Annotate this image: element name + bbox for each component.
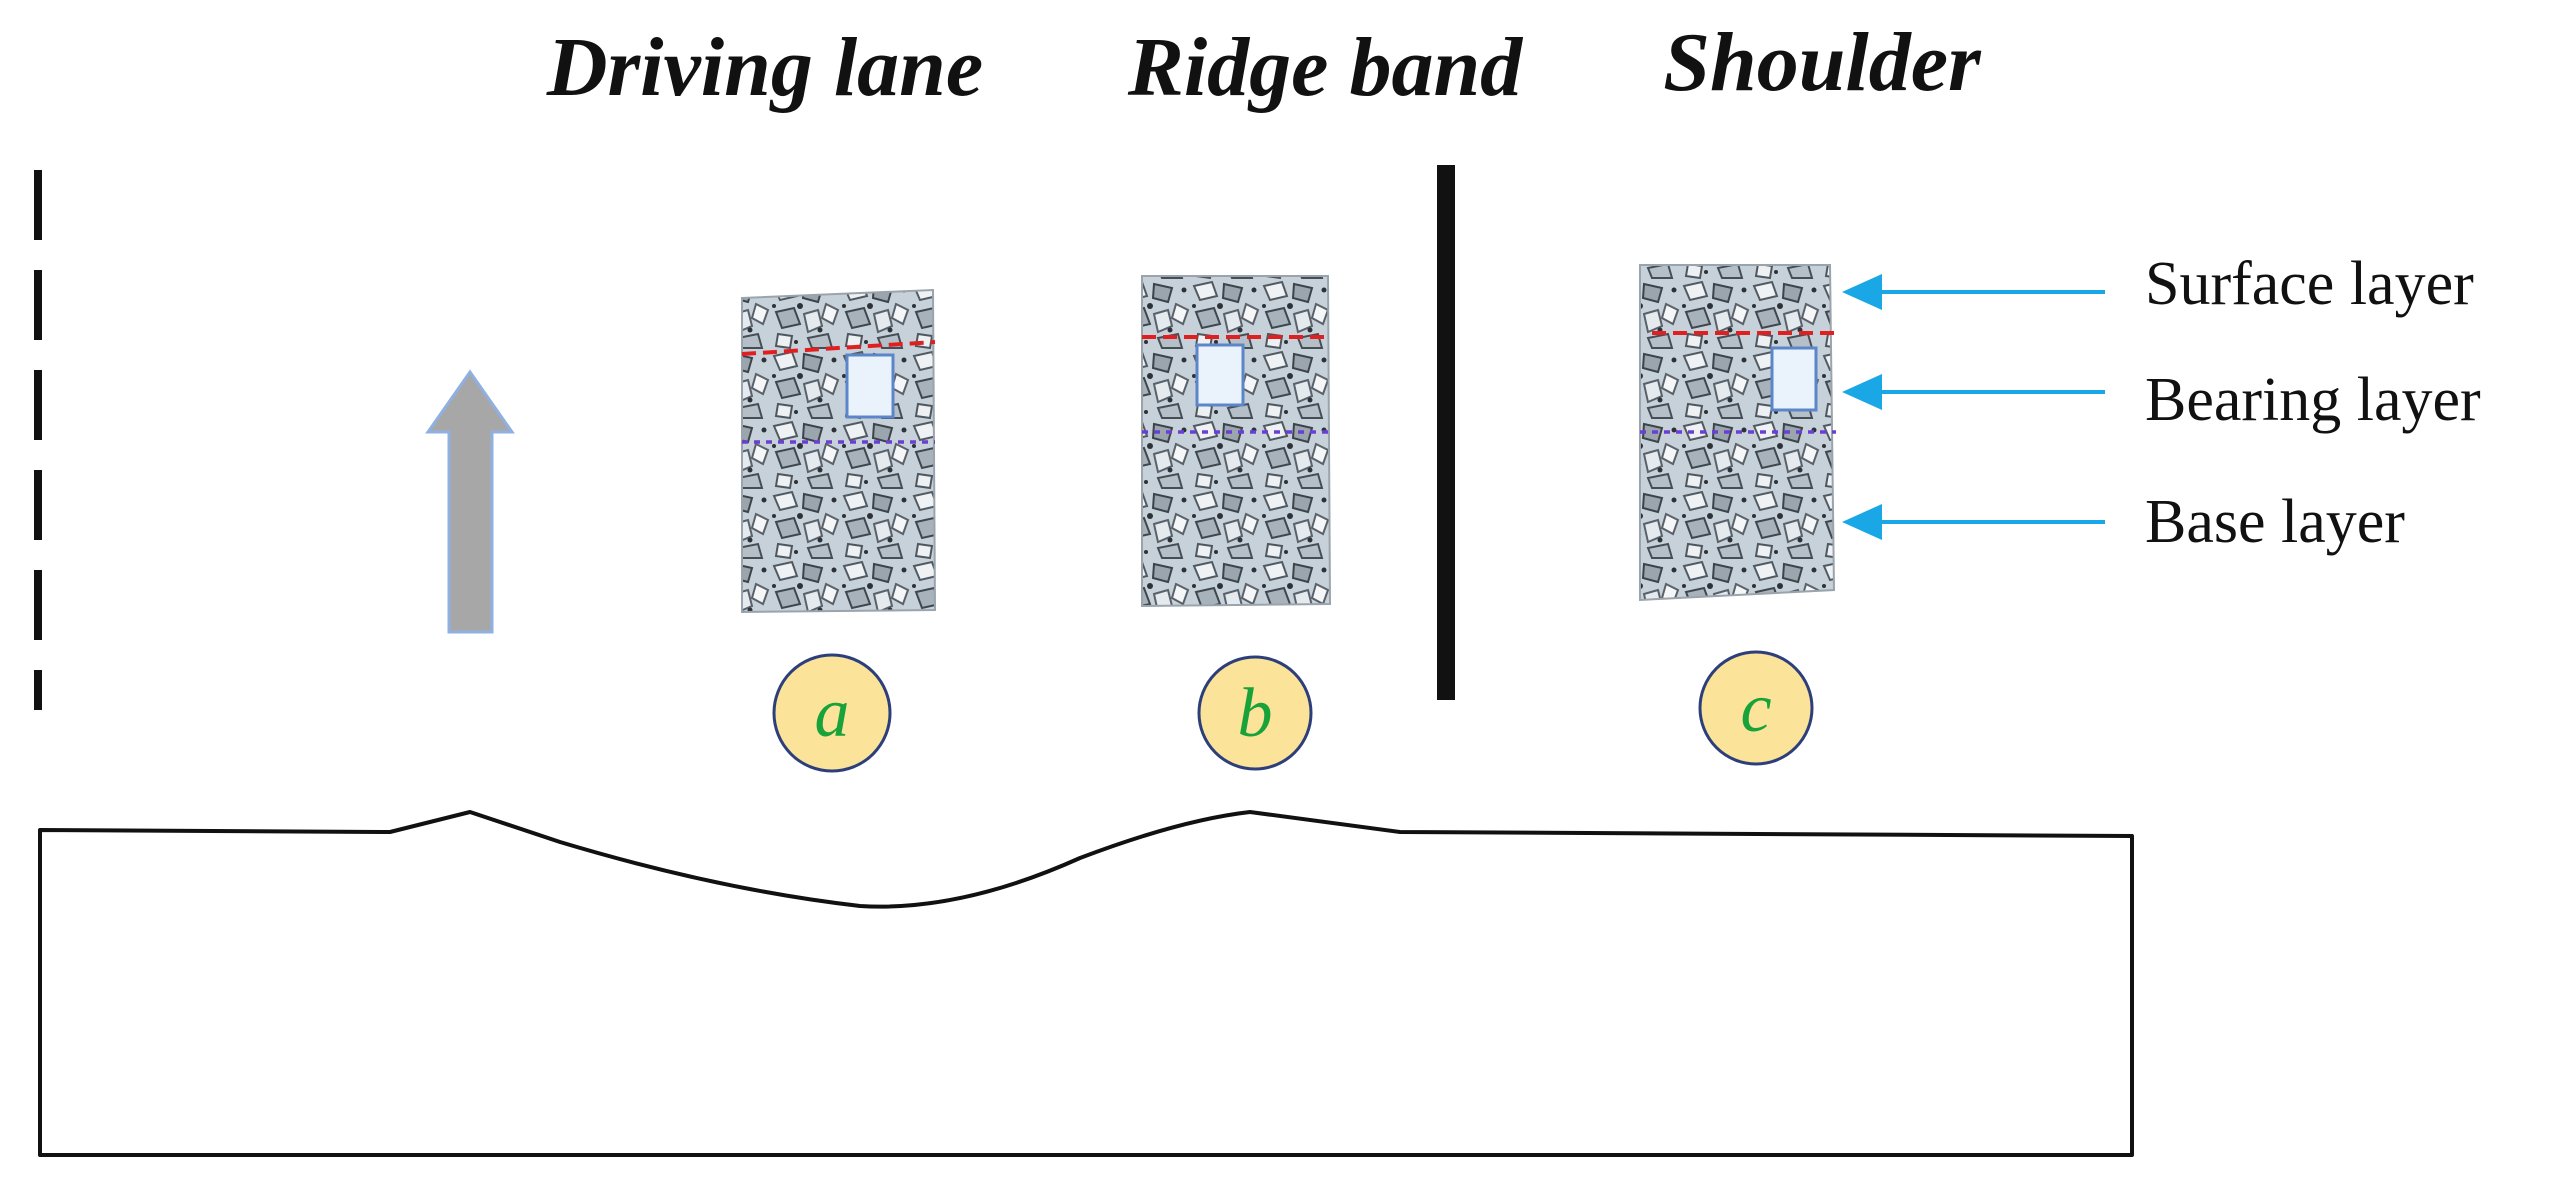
core-marker-c: c (1698, 650, 1814, 766)
ridge-band-heading: Ridge band (1127, 21, 1524, 114)
core-tag (845, 353, 895, 419)
core-tag (1770, 346, 1818, 412)
up-arrow-icon (425, 369, 515, 634)
core-sample-b (1141, 275, 1332, 608)
surface-layer-label: Surface layer (2145, 250, 2474, 318)
left-arrow-icon (1842, 504, 2105, 540)
core-marker-a: a (772, 653, 892, 773)
core-marker-b: b (1197, 655, 1313, 771)
left-arrow-icon (1842, 274, 2105, 310)
core-marker-label: b (1238, 675, 1273, 752)
shoulder-heading: Shoulder (1663, 16, 1982, 109)
core-sample-c (1639, 264, 1838, 602)
bearing-layer-label: Bearing layer (2145, 366, 2481, 434)
core-marker-label: c (1740, 670, 1771, 747)
core-marker-label: a (815, 675, 850, 752)
core-tag (1195, 343, 1245, 407)
core-sample-a (741, 288, 937, 614)
base-layer-label: Base layer (2145, 488, 2405, 556)
driving-lane-heading: Driving lane (546, 21, 983, 114)
left-arrow-icon (1842, 374, 2105, 410)
pavement-cross-section (38, 810, 2134, 1157)
surface-boundary-line (741, 340, 936, 356)
